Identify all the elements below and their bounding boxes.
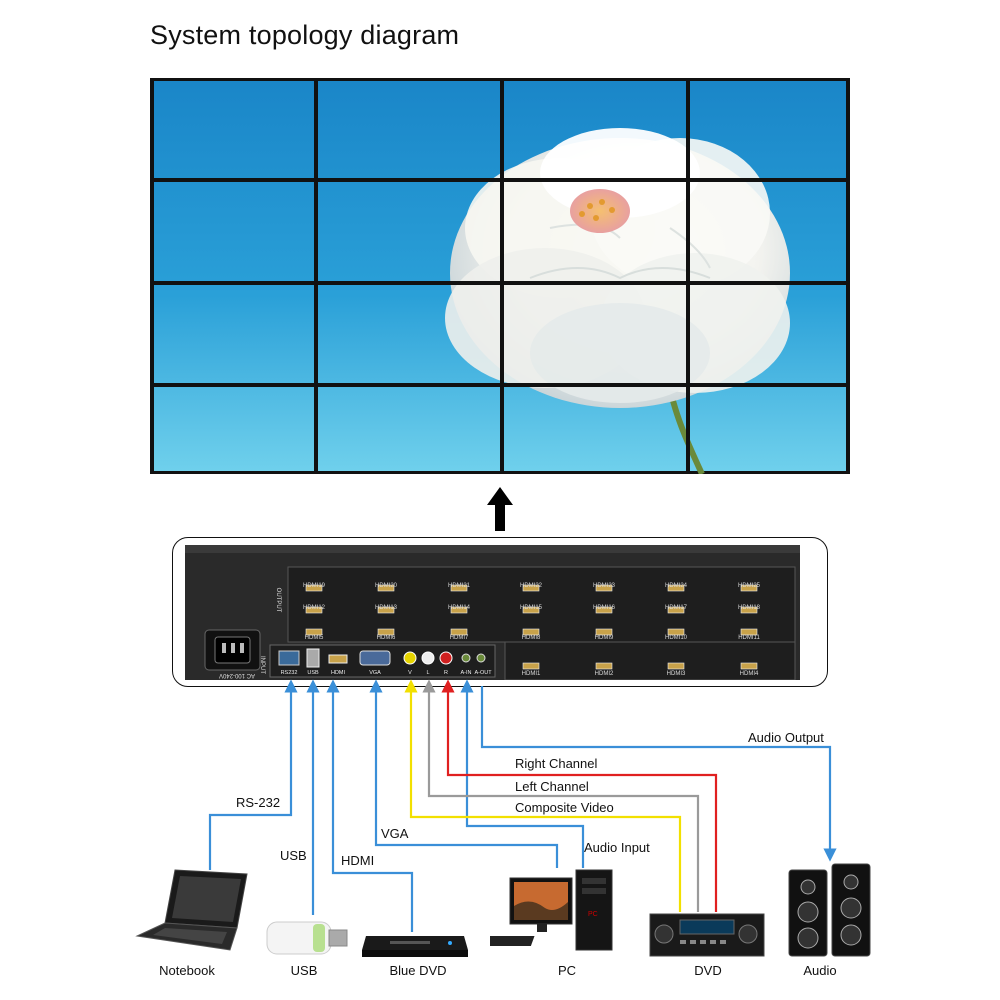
hdmi-out-7-label: HDMI7 [449, 635, 469, 641]
hdmi-out-4-label: HDMI4 [739, 671, 759, 677]
hdmi-out-13-label: HDMI13 [374, 605, 398, 611]
hdmi-out-23-label: HDMI23 [592, 583, 616, 589]
rs232-label: RS-232 [236, 795, 281, 810]
usb-stick-icon [266, 921, 348, 955]
hdmi-out-10-label: HDMI10 [664, 635, 688, 641]
composite-video-line [404, 679, 682, 912]
hdmi-out-11-label: HDMI11 [738, 635, 760, 641]
blue-dvd-player-icon [362, 936, 468, 957]
arrow-up-icon [485, 485, 515, 538]
audio-label: Audio [803, 963, 837, 978]
notebook-label: Notebook [159, 963, 215, 978]
pc-icon: PC [490, 869, 613, 951]
flower-image [445, 128, 790, 408]
hdmi-out-24-label: HDMI24 [664, 583, 688, 589]
diagram-title: System topology diagram [150, 20, 460, 50]
rs232-line [208, 679, 298, 870]
port-usb-label: USB [307, 670, 319, 676]
pc-label: PC [557, 963, 577, 978]
hdmi-out-15-label: HDMI15 [519, 605, 543, 611]
hdmi-out-8-label: HDMI8 [521, 635, 541, 641]
usb-conn-label: USB [280, 848, 307, 863]
hdmi-out-22-label: HDMI22 [519, 583, 543, 589]
hdmi-out-1-label: HDMI1 [521, 671, 541, 677]
notebook-icon [135, 869, 248, 951]
port-hdmi-label: HDMI [330, 670, 346, 676]
usb-label: USB [290, 963, 318, 978]
port-vga-label: VGA [369, 670, 381, 676]
hdmi-out-6-label: HDMI6 [376, 635, 396, 641]
video-wall [150, 78, 850, 474]
dvd-player-icon [649, 913, 765, 957]
hdmi-out-3-label: HDMI3 [666, 671, 686, 677]
hdmi-out-19-label: HDMI19 [302, 583, 326, 589]
hdmi-out-5-label: HDMI5 [304, 635, 324, 641]
hdmi-out-25-label: HDMI25 [737, 583, 761, 589]
port-r-label: R [444, 670, 448, 676]
hdmi-out-21-label: HDMI21 [447, 583, 471, 589]
composite-video-label: Composite Video [515, 800, 614, 815]
hdmi-out-2-label: HDMI2 [594, 671, 614, 677]
hdmi-out-16-label: HDMI16 [592, 605, 616, 611]
audio-output-label: Audio Output [748, 730, 824, 745]
left-channel-label: Left Channel [515, 779, 589, 794]
audio-input-label: Audio Input [584, 840, 650, 855]
hdmi-out-9-label: HDMI9 [594, 635, 614, 641]
hdmi-line [326, 679, 414, 932]
speakers-icon [788, 863, 871, 957]
port-l-label: L [426, 670, 430, 676]
right-channel-label: Right Channel [515, 756, 598, 771]
port-a-in-label: A-IN [460, 670, 472, 676]
left-channel-line [422, 679, 700, 912]
device-back-panel [185, 545, 800, 680]
audio-output-line [480, 686, 837, 862]
svg-text:PC: PC [588, 911, 598, 918]
hdmi-out-14-label: HDMI14 [447, 605, 471, 611]
vga-conn-label: VGA [381, 826, 409, 841]
hdmi-out-20-label: HDMI20 [374, 583, 398, 589]
port-v-label: V [408, 670, 412, 676]
right-channel-line [441, 679, 718, 912]
hdmi-out-17-label: HDMI17 [664, 605, 688, 611]
hdmi-conn-label: HDMI [341, 853, 375, 868]
audio-input-line [460, 679, 585, 868]
vga-line [369, 679, 559, 868]
video-wall-image [150, 78, 850, 474]
blue-dvd-label: Blue DVD [389, 963, 447, 978]
port-rs232-label: RS232 [280, 670, 298, 676]
port-a-out-label: A-OUT [474, 670, 492, 676]
hdmi-out-18-label: HDMI18 [737, 605, 761, 611]
hdmi-out-12-label: HDMI12 [302, 605, 326, 611]
dvd-label: DVD [694, 963, 722, 978]
